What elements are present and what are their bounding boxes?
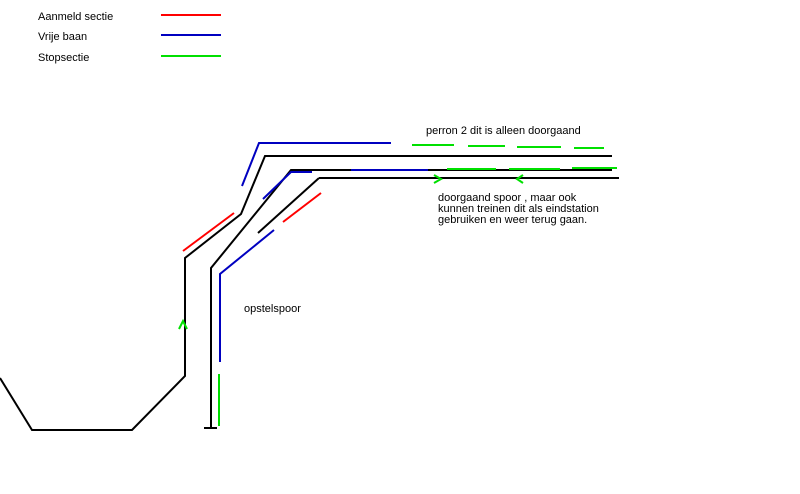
vrije-baan-perron-2 [241,142,391,187]
annotation-doorgaand-line-3: gebruiken en weer terug gaan. [438,214,587,226]
track-wissel-connector [257,177,320,234]
legend: Aanmeld sectie Vrije baan Stopsectie [38,11,221,64]
annotation-perron-2: perron 2 dit is alleen doorgaand [426,125,581,137]
aanmeld-section-middle [282,192,322,223]
arrow-up-icon [178,318,188,330]
vrije-baan-opstelspoor [219,229,275,362]
annotation-opstelspoor: opstelspoor [244,303,301,315]
track-perron-2 [0,155,612,431]
arrow-left-icon [515,174,524,184]
annotation-doorgaand-line-1: doorgaand spoor , maar ook [438,192,577,204]
annotation-doorgaand-line-2: kunnen treinen dit als eindstation [438,203,599,215]
stop-sections [178,144,617,426]
annotations: perron 2 dit is alleen doorgaand doorgaa… [244,125,599,315]
legend-label-stopsectie: Stopsectie [38,52,89,64]
legend-label-aanmeld: Aanmeld sectie [38,11,113,23]
legend-label-vrije-baan: Vrije baan [38,31,87,43]
vrije-baan-sections [219,142,428,362]
aanmeld-section-left [182,212,235,252]
arrow-right-icon [433,174,444,184]
aanmeld-sections [182,192,322,252]
vrije-baan-middle [262,171,312,200]
